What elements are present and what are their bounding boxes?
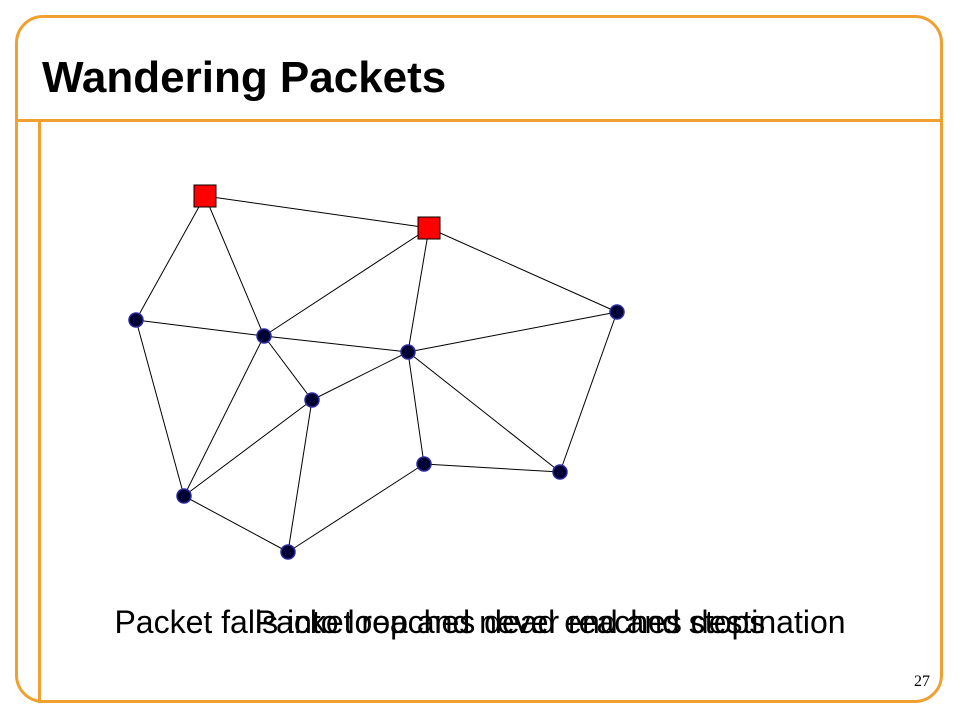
graph-edge <box>183 335 265 497</box>
host-node <box>176 488 192 504</box>
slide-frame <box>15 15 943 703</box>
graph-edge <box>407 351 561 473</box>
graph-edges <box>135 195 618 553</box>
host-node <box>416 456 432 472</box>
graph-edge <box>183 495 289 553</box>
graph-edge <box>407 351 425 465</box>
router-node <box>193 184 217 208</box>
host-node <box>256 328 272 344</box>
slide-title: Wandering Packets <box>42 53 447 102</box>
host-node <box>552 464 568 480</box>
graph-edge <box>263 335 313 401</box>
graph-edge <box>135 319 265 337</box>
graph-edge <box>135 195 206 321</box>
graph-edge <box>311 351 409 401</box>
graph-edge <box>183 399 313 497</box>
graph-edge <box>407 227 430 353</box>
graph-edge <box>287 399 313 553</box>
graph-edge <box>559 311 618 473</box>
host-node <box>400 344 416 360</box>
graph-edge <box>287 463 425 553</box>
page-number: 27 <box>914 673 930 690</box>
caption-dead-end: Packet reaches dead end and stops <box>254 604 766 640</box>
caption-loop: Packet falls into loop and never reaches… <box>114 604 846 640</box>
graph-edge <box>204 195 265 337</box>
title-divider <box>15 119 943 122</box>
graph-nodes <box>128 184 625 560</box>
graph-edge <box>135 319 185 497</box>
left-divider <box>38 122 41 703</box>
host-node <box>128 312 144 328</box>
graph-edge <box>407 311 618 353</box>
host-node <box>280 544 296 560</box>
graph-edge <box>204 195 430 229</box>
graph-edge <box>428 227 618 313</box>
host-node <box>609 304 625 320</box>
graph-edge <box>263 227 430 337</box>
host-node <box>304 392 320 408</box>
graph-edge <box>263 335 409 353</box>
graph-edge <box>423 463 561 473</box>
router-node <box>417 216 441 240</box>
